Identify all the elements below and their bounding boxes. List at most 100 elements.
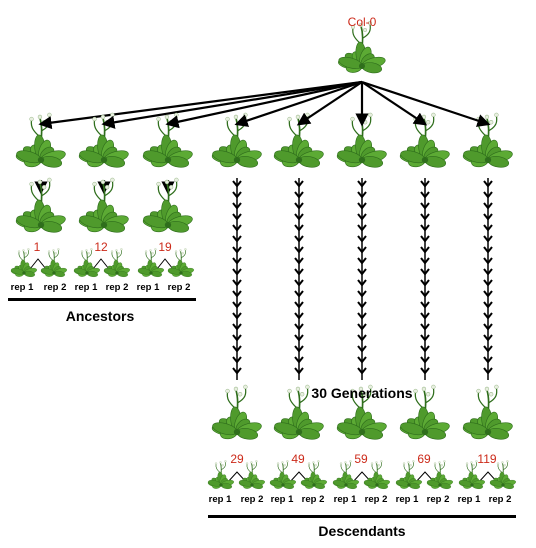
generation-arrowhead	[294, 268, 304, 276]
generation-arrowhead	[483, 202, 493, 210]
generation-plant	[142, 112, 193, 168]
rep-plant	[73, 248, 100, 277]
ancestors-underline	[8, 298, 196, 301]
generation-arrowhead	[294, 246, 304, 254]
generation-arrowhead	[483, 323, 493, 331]
rep-label: rep 2	[105, 282, 129, 293]
generation-arrowhead	[483, 235, 493, 243]
generation-arrowhead	[294, 213, 304, 221]
lineage-arrow	[361, 80, 491, 127]
ancestors-title: Ancestors	[65, 308, 135, 324]
rep-plant	[395, 460, 422, 489]
generation-arrowhead	[232, 202, 242, 210]
generation-arrowhead	[232, 191, 242, 199]
generation-arrowhead	[232, 224, 242, 232]
rep-label: rep 2	[43, 282, 67, 293]
ancestor-line-id: 19	[158, 240, 172, 254]
generation-arrowhead	[232, 367, 242, 375]
generation-arrowhead	[232, 312, 242, 320]
generation-arrowhead	[232, 345, 242, 353]
rep-plant	[10, 248, 37, 277]
generation-plant	[462, 112, 513, 168]
generation-arrowhead	[483, 301, 493, 309]
generation-arrowhead	[294, 180, 304, 188]
rep-plant	[458, 460, 485, 489]
generation-arrowhead	[483, 213, 493, 221]
generation-arrowhead	[483, 224, 493, 232]
generation-arrowhead	[420, 367, 430, 375]
rep-label: rep 1	[457, 494, 481, 505]
rep-plant	[426, 460, 453, 489]
generation-arrowhead	[420, 191, 430, 199]
generation-arrowhead	[294, 301, 304, 309]
generation-arrowhead	[420, 290, 430, 298]
generation-arrowhead	[420, 301, 430, 309]
rep-plant	[238, 460, 265, 489]
descendant-plant	[336, 384, 387, 440]
generation-plant	[273, 112, 324, 168]
generation-arrowhead	[420, 202, 430, 210]
descendant-line-id: 119	[477, 452, 497, 466]
generation-plant	[211, 112, 262, 168]
rep-label: rep 2	[426, 494, 450, 505]
descendant-line-id: 49	[291, 452, 305, 466]
generation-arrowhead	[232, 180, 242, 188]
split-bracket	[29, 258, 47, 270]
generation-arrowhead	[232, 356, 242, 364]
generation-arrowhead	[420, 279, 430, 287]
generation-arrowhead	[232, 290, 242, 298]
generation-arrowhead	[357, 356, 367, 364]
rep-plant	[300, 460, 327, 489]
ancestor-line-id: 12	[94, 240, 108, 254]
generation-arrowhead	[357, 367, 367, 375]
generation-arrowhead	[232, 268, 242, 276]
rep-label: rep 1	[270, 494, 294, 505]
generation-arrowhead	[420, 235, 430, 243]
generation-arrowhead	[357, 334, 367, 342]
descendant-plant	[462, 384, 513, 440]
rep-plant	[207, 460, 234, 489]
generation-arrowhead	[294, 367, 304, 375]
generation-arrowhead	[420, 345, 430, 353]
generation-arrowhead	[357, 268, 367, 276]
generation-arrowhead	[232, 213, 242, 221]
generation-arrowhead	[294, 279, 304, 287]
rep-label: rep 1	[136, 282, 160, 293]
generation-arrowhead	[420, 268, 430, 276]
generation-plant	[399, 112, 450, 168]
generation-arrowhead	[294, 235, 304, 243]
rep-plant	[332, 460, 359, 489]
ancestor-plant	[78, 177, 129, 233]
root-label: Col-0	[347, 15, 377, 29]
generation-arrowhead	[232, 301, 242, 309]
generation-arrowhead	[294, 323, 304, 331]
generation-plant	[78, 112, 129, 168]
generation-arrowhead	[483, 367, 493, 375]
generation-arrowhead	[357, 301, 367, 309]
descendant-plant	[399, 384, 450, 440]
generation-arrowhead	[357, 235, 367, 243]
generation-arrowhead	[294, 257, 304, 265]
generation-arrowhead	[483, 290, 493, 298]
generation-arrowhead	[357, 246, 367, 254]
generation-arrowhead	[420, 323, 430, 331]
generation-plant	[336, 112, 387, 168]
generation-arrowhead	[294, 356, 304, 364]
generation-arrowhead	[357, 279, 367, 287]
rep-plant	[363, 460, 390, 489]
generation-arrowhead	[294, 202, 304, 210]
generation-arrowhead	[357, 180, 367, 188]
rep-label: rep 2	[301, 494, 325, 505]
lineage-arrow	[165, 80, 363, 129]
generation-arrowhead	[232, 246, 242, 254]
descendant-plant	[273, 384, 324, 440]
generation-arrowhead	[232, 334, 242, 342]
generation-arrowhead	[420, 213, 430, 221]
descendants-underline	[208, 515, 516, 518]
generation-arrowhead	[357, 323, 367, 331]
generation-arrowhead	[483, 345, 493, 353]
generation-arrowhead	[420, 257, 430, 265]
generation-arrowhead	[294, 334, 304, 342]
rep-plant	[137, 248, 164, 277]
